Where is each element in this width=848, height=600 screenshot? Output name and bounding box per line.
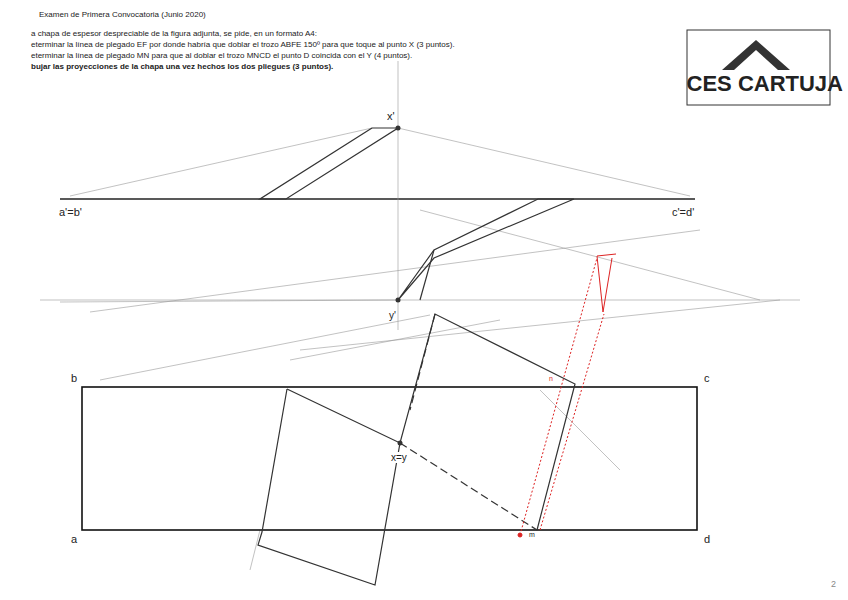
point-label: m (528, 531, 536, 539)
vertex-label: c (703, 372, 711, 384)
point-label: a'=b' (58, 206, 83, 218)
task-text: eterminar la línea de plegado EF por don… (30, 41, 456, 50)
exam-title: Examen de Primera Convocatoria (Junio 20… (38, 11, 207, 20)
page-number: 2 (830, 580, 837, 590)
red-point-label: n (548, 375, 554, 383)
point-label: c'=d' (671, 206, 695, 218)
task-text: eterminar la línea de plegado MN para qu… (30, 52, 413, 61)
vertex-label: d (703, 533, 711, 545)
vertex-label: a (70, 533, 78, 545)
vertex-label: b (70, 372, 78, 384)
statement-text: a chapa de espesor despreciable de la fi… (30, 30, 318, 39)
point-label: y' (388, 310, 397, 321)
point-label: x=y (390, 452, 408, 463)
task-text: bujar las proyecciones de la chapa una v… (30, 63, 334, 72)
logo-text: CES CARTUJA (686, 72, 844, 96)
point-label: x' (386, 110, 396, 122)
logo-mark (722, 40, 790, 70)
